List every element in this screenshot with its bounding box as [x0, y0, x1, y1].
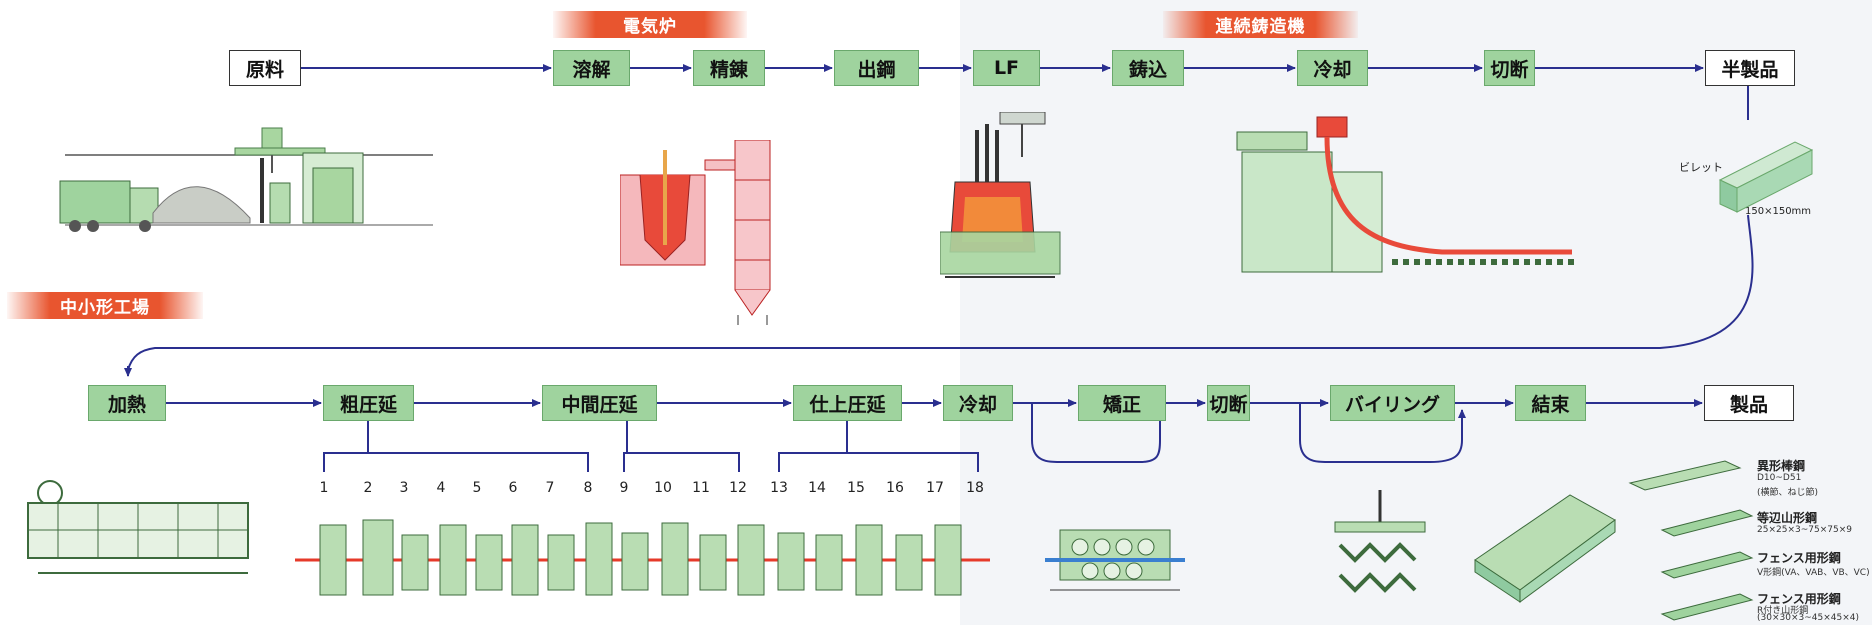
box-refining: 精錬	[693, 50, 765, 86]
section-small-mill: 中小形工場	[7, 292, 203, 319]
box-intermediate-rolling: 中間圧延	[542, 385, 657, 421]
angle-icon-1	[1660, 509, 1754, 537]
product-spec: (30×30×3~45×45×4)	[1757, 613, 1859, 623]
straightener-illustration	[1045, 529, 1185, 591]
product-title: フェンス用形鋼	[1757, 551, 1841, 565]
stand-number: 6	[508, 480, 518, 496]
product-title: フェンス用形鋼	[1757, 592, 1841, 606]
arrow-loop	[127, 86, 1754, 371]
stand-number: 17	[926, 480, 944, 496]
box-raw-material: 原料	[229, 50, 301, 86]
stand-number: 14	[808, 480, 826, 496]
stand-number: 15	[847, 480, 865, 496]
stand-number: 11	[692, 480, 710, 496]
box-lf: LF	[973, 50, 1040, 86]
bracket-finishing	[778, 421, 979, 472]
bypass-loop-2	[1299, 403, 1466, 463]
product-spec: (横節、ねじ節)	[1757, 488, 1819, 498]
ladle-furnace-illustration	[940, 112, 1061, 278]
box-cutting-bottom: 切断	[1207, 385, 1250, 421]
product-title: 等辺山形鋼	[1757, 511, 1818, 525]
raw-material-yard-illustration	[59, 127, 433, 232]
box-straightening: 矯正	[1078, 385, 1166, 421]
stand-number: 8	[583, 480, 593, 496]
stand-number: 4	[436, 480, 446, 496]
stand-number: 10	[654, 480, 672, 496]
stand-number: 12	[729, 480, 747, 496]
stand-number: 9	[619, 480, 629, 496]
box-rough-rolling: 粗圧延	[323, 385, 414, 421]
box-cooling-bottom: 冷却	[943, 385, 1013, 421]
box-cooling-top: 冷却	[1297, 50, 1368, 86]
reheating-furnace-illustration	[27, 480, 249, 574]
bypass-loop-1	[1031, 403, 1164, 463]
box-heating: 加熱	[88, 385, 166, 421]
stand-number: 2	[363, 480, 373, 496]
box-piling: バイリング	[1330, 385, 1455, 421]
box-product: 製品	[1704, 385, 1794, 421]
box-casting: 鋳込	[1112, 50, 1184, 86]
product-title: 異形棒鋼	[1757, 459, 1806, 473]
stand-number: 7	[545, 480, 555, 496]
angle-icon-3	[1660, 593, 1754, 621]
box-cutting-top: 切断	[1484, 50, 1535, 86]
box-bundling: 結束	[1515, 385, 1586, 421]
product-spec: R付き山形鋼	[1757, 606, 1809, 616]
stand-number: 5	[472, 480, 482, 496]
electric-furnace-illustration	[620, 140, 771, 325]
product-spec: D10~D51	[1757, 473, 1802, 483]
product-spec: 25×25×3~75×75×9	[1757, 525, 1852, 535]
box-semi-product: 半製品	[1705, 50, 1795, 86]
rolling-mill-illustration	[295, 519, 990, 596]
stand-number: 3	[399, 480, 409, 496]
box-tapping: 出鋼	[834, 50, 919, 86]
billet-size: 150×150mm	[1745, 206, 1812, 217]
stand-number: 18	[966, 480, 984, 496]
bundle-illustration	[1474, 494, 1616, 603]
section-electric-furnace: 電気炉	[553, 11, 747, 38]
box-melting: 溶解	[553, 50, 630, 86]
section-continuous-casting: 連続鋳造機	[1163, 11, 1358, 38]
angle-icon-2	[1660, 551, 1754, 579]
stand-number: 13	[770, 480, 788, 496]
piling-illustration	[1334, 490, 1426, 593]
product-spec: V形鋼(VA、VAB、VB、VC)	[1757, 568, 1870, 578]
box-finishing-rolling: 仕上圧延	[793, 385, 902, 421]
stand-number: 1	[319, 480, 329, 496]
stand-number: 16	[886, 480, 904, 496]
bracket-rough	[323, 421, 589, 472]
rebar-icon	[1628, 460, 1742, 491]
billet-illustration	[1718, 141, 1814, 213]
billet-label: ビレット	[1679, 161, 1723, 174]
bracket-intermediate	[623, 421, 740, 472]
continuous-caster-illustration	[1236, 116, 1577, 273]
